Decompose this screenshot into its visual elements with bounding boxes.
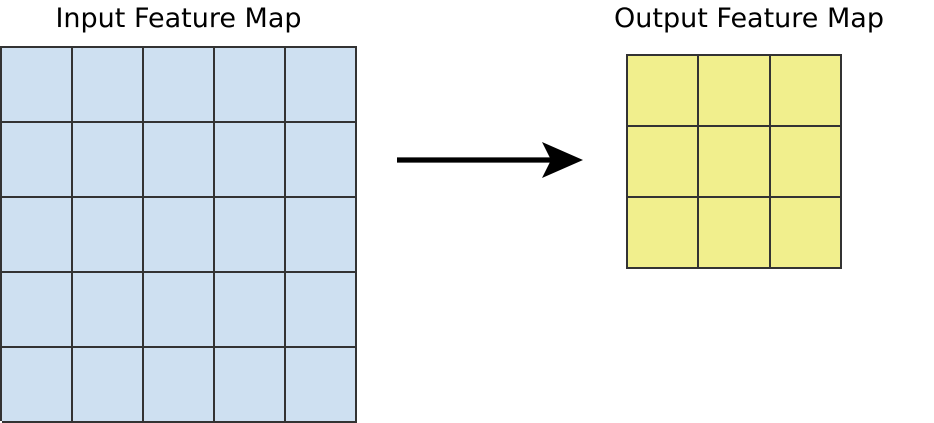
input-grid-cell xyxy=(286,198,357,273)
input-grid-cell xyxy=(286,48,357,123)
input-grid-cell xyxy=(215,198,286,273)
input-feature-map-title: Input Feature Map xyxy=(55,3,302,34)
input-grid-cell xyxy=(215,348,286,423)
input-grid-cell xyxy=(215,123,286,198)
input-grid-cell xyxy=(286,273,357,348)
output-feature-map-grid xyxy=(626,54,842,269)
input-grid-cell xyxy=(144,123,215,198)
input-grid-cell xyxy=(2,123,73,198)
input-grid-cell xyxy=(2,348,73,423)
input-grid-cell xyxy=(144,273,215,348)
input-grid-cell xyxy=(73,198,144,273)
input-grid-cell xyxy=(286,348,357,423)
output-grid-cell xyxy=(628,56,700,127)
output-grid-cell xyxy=(770,198,842,269)
input-grid-cell xyxy=(144,198,215,273)
output-grid-cell xyxy=(699,198,771,269)
input-grid-cell xyxy=(2,198,73,273)
input-grid-cell xyxy=(286,123,357,198)
input-grid-cell xyxy=(2,48,73,123)
output-feature-map-title: Output Feature Map xyxy=(614,3,884,34)
input-grid-cell xyxy=(73,48,144,123)
input-grid-cell xyxy=(144,348,215,423)
diagram-canvas: Input Feature Map Output Feature Map xyxy=(0,3,884,423)
output-grid-cell xyxy=(699,127,771,198)
input-grid-cell xyxy=(73,273,144,348)
input-grid-cell xyxy=(2,273,73,348)
input-grid-cell xyxy=(73,348,144,423)
output-grid-cell xyxy=(770,127,842,198)
input-grid-cell xyxy=(73,123,144,198)
output-grid-cell xyxy=(628,198,700,269)
input-feature-map-grid xyxy=(0,46,357,423)
input-grid-cell xyxy=(215,48,286,123)
output-grid-cell xyxy=(628,127,700,198)
right-arrow-icon xyxy=(397,142,583,178)
input-grid-cell xyxy=(215,273,286,348)
input-grid-cell xyxy=(144,48,215,123)
output-grid-cell xyxy=(770,56,842,127)
output-grid-cell xyxy=(699,56,771,127)
